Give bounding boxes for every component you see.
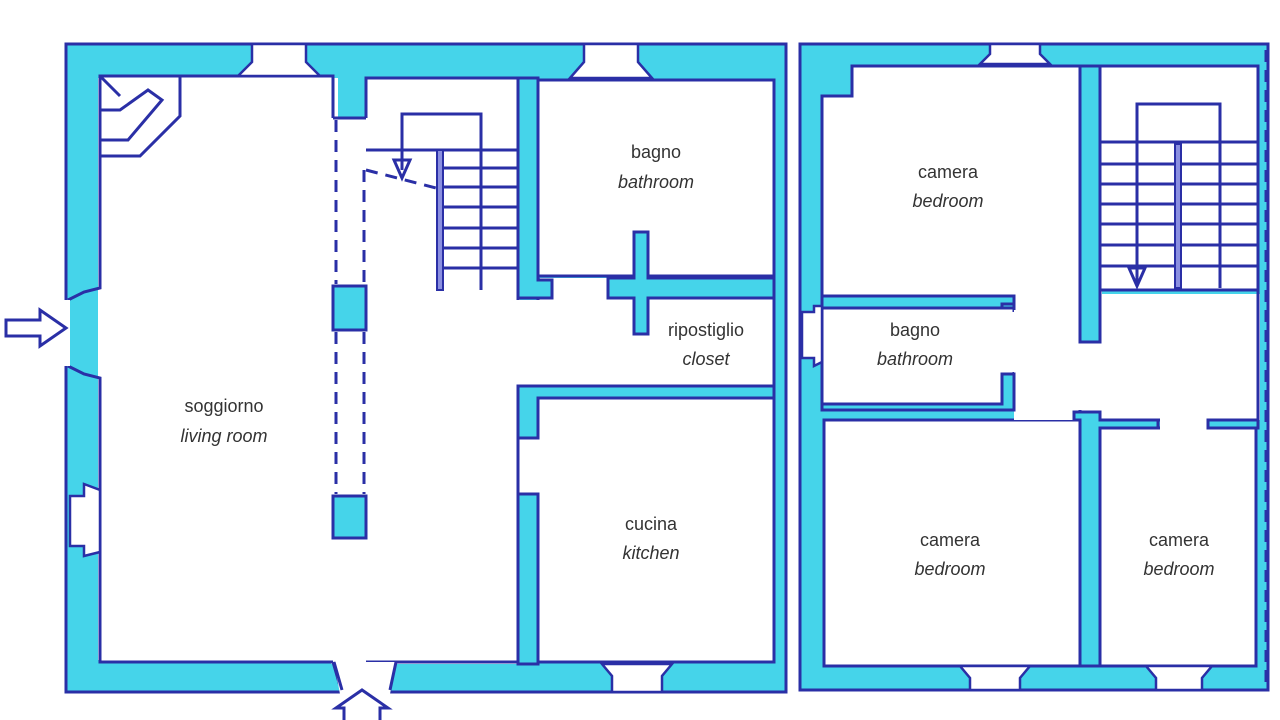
bedroom-1-label-en: bedroom [912, 191, 983, 211]
window [976, 42, 1054, 66]
kitchen-label-it: cucina [625, 514, 678, 534]
first-staircase [1100, 102, 1258, 290]
pillar [331, 494, 368, 540]
window [957, 664, 1033, 692]
ground-bathroom [536, 78, 776, 278]
bathroom-partition [820, 372, 1016, 412]
bedroom-2-label-it: camera [920, 530, 981, 550]
bedroom-2-label-en: bedroom [914, 559, 985, 579]
first-floor-plan: camera bedroom bagno bathroom camera bed… [798, 42, 1270, 692]
closet [536, 296, 776, 390]
window [68, 482, 102, 558]
window [567, 42, 655, 80]
closet-label-en: closet [682, 349, 730, 369]
entrance-arrow-icon [331, 688, 393, 720]
window [800, 304, 824, 369]
window [599, 662, 675, 694]
closet-label-it: ripostiglio [668, 320, 744, 340]
kitchen-label-en: kitchen [622, 543, 679, 563]
bathroom-closet-partition [606, 230, 776, 336]
bedroom-3-label-en: bedroom [1143, 559, 1214, 579]
pillar [331, 284, 368, 332]
fireplace [98, 74, 182, 158]
bedroom-partition [1072, 410, 1160, 668]
first-bathroom-label-it: bagno [890, 320, 940, 340]
bedroom-1-label-it: camera [918, 162, 979, 182]
bathroom-label-en: bathroom [618, 172, 694, 192]
bedroom-2 [822, 418, 1082, 668]
window [234, 42, 324, 78]
entrance-arrow-icon [4, 307, 69, 349]
living-room-label-en: living room [180, 426, 267, 446]
closet-kitchen-partition [516, 384, 776, 440]
living-room-label-it: soggiorno [184, 396, 263, 416]
bedroom-partition [1206, 418, 1260, 430]
bedroom-bathroom-partition [820, 294, 1016, 310]
kitchen-wall [516, 492, 540, 666]
bathroom-label-it: bagno [631, 142, 681, 162]
stair-wall [516, 76, 554, 300]
staircase [365, 112, 518, 291]
window [1143, 664, 1215, 692]
first-bathroom-label-en: bathroom [877, 349, 953, 369]
bedroom-3-label-it: camera [1149, 530, 1210, 550]
stair-wall [1078, 64, 1102, 344]
kitchen [536, 396, 776, 664]
ground-floor-plan: soggiorno living room bagno bathroom rip… [4, 42, 788, 720]
